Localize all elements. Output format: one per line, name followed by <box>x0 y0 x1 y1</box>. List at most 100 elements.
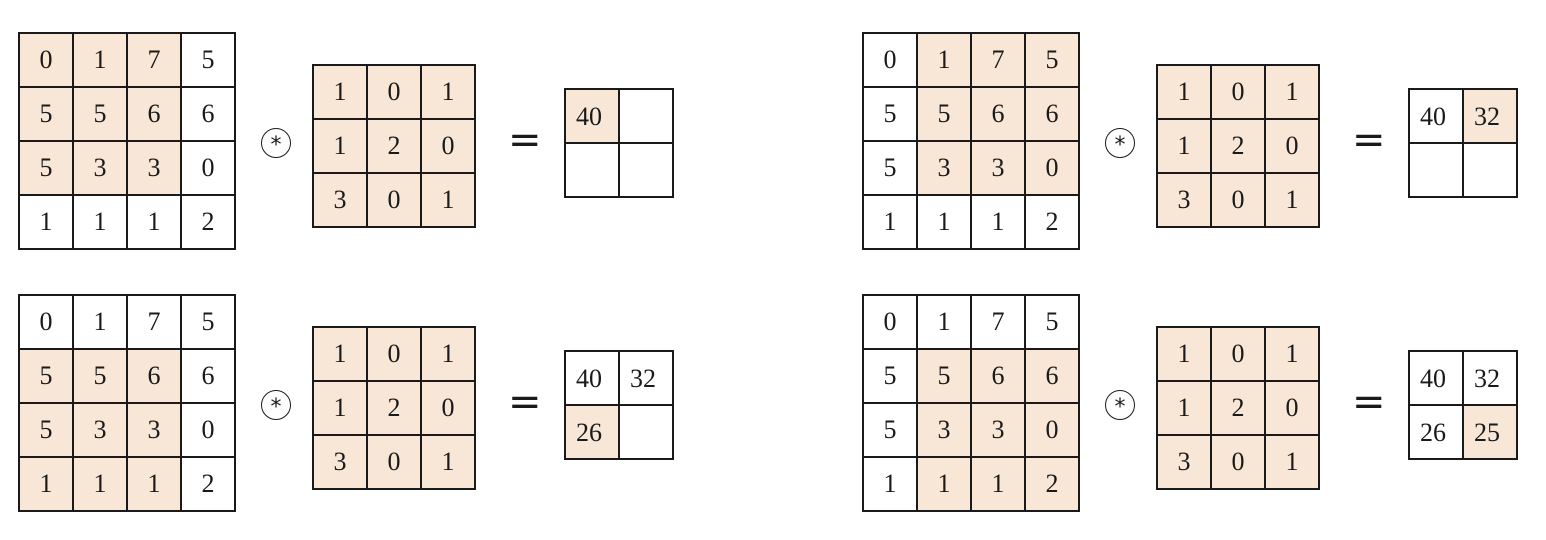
input-cell: 5 <box>918 88 970 140</box>
input-cell: 0 <box>864 34 916 86</box>
kernel-cell: 1 <box>1266 174 1318 226</box>
kernel-cell: 0 <box>1212 328 1264 380</box>
equals-sign: = <box>1352 379 1386 425</box>
kernel-cell: 3 <box>314 174 366 226</box>
equals-sign: = <box>508 379 542 425</box>
input-cell: 1 <box>74 458 126 510</box>
kernel-cell: 0 <box>368 174 420 226</box>
kernel-cell: 3 <box>1158 436 1210 488</box>
input-cell: 1 <box>972 196 1024 248</box>
input-cell: 0 <box>182 404 234 456</box>
kernel-cell: 1 <box>314 328 366 380</box>
input-cell: 5 <box>74 88 126 140</box>
input-cell: 0 <box>1026 142 1078 194</box>
output-cell <box>620 406 672 458</box>
kernel-cell: 1 <box>422 174 474 226</box>
kernel-cell: 0 <box>368 436 420 488</box>
input-cell: 1 <box>20 458 72 510</box>
output-cell <box>1410 144 1462 196</box>
kernel-cell: 0 <box>1212 66 1264 118</box>
output-cell: 26 <box>1410 406 1462 458</box>
input-cell: 5 <box>918 350 970 402</box>
input-cell: 1 <box>128 458 180 510</box>
input-cell: 0 <box>182 142 234 194</box>
input-cell: 7 <box>972 34 1024 86</box>
input-cell: 0 <box>864 296 916 348</box>
output-cell: 32 <box>1464 90 1516 142</box>
kernel-cell: 1 <box>1266 328 1318 380</box>
kernel-cell: 1 <box>1158 120 1210 172</box>
input-cell: 5 <box>1026 296 1078 348</box>
kernel-cell: 0 <box>1212 436 1264 488</box>
kernel-cell: 0 <box>422 382 474 434</box>
input-cell: 0 <box>20 296 72 348</box>
input-cell: 7 <box>972 296 1024 348</box>
kernel-cell: 1 <box>1158 66 1210 118</box>
input-cell: 5 <box>20 88 72 140</box>
input-cell: 5 <box>1026 34 1078 86</box>
input-cell: 2 <box>1026 458 1078 510</box>
output-matrix: 40 <box>564 88 674 198</box>
equals-sign: = <box>508 117 542 163</box>
output-cell: 40 <box>1410 90 1462 142</box>
convolution-operator-icon: * <box>1105 128 1135 158</box>
input-cell: 1 <box>864 458 916 510</box>
input-cell: 6 <box>182 88 234 140</box>
output-cell: 32 <box>620 352 672 404</box>
kernel-cell: 1 <box>314 382 366 434</box>
input-cell: 7 <box>128 296 180 348</box>
kernel-cell: 0 <box>1266 382 1318 434</box>
input-cell: 1 <box>74 296 126 348</box>
input-cell: 5 <box>864 142 916 194</box>
kernel-cell: 1 <box>1158 382 1210 434</box>
equals-sign: = <box>1352 117 1386 163</box>
input-cell: 5 <box>864 350 916 402</box>
input-cell: 7 <box>128 34 180 86</box>
kernel-cell: 2 <box>1212 120 1264 172</box>
input-cell: 6 <box>1026 88 1078 140</box>
convolution-operator-icon: * <box>261 128 291 158</box>
input-cell: 3 <box>128 404 180 456</box>
input-cell: 1 <box>128 196 180 248</box>
output-cell <box>566 144 618 196</box>
input-cell: 6 <box>972 88 1024 140</box>
input-cell: 3 <box>128 142 180 194</box>
input-cell: 0 <box>1026 404 1078 456</box>
convolution-operator-icon: * <box>261 390 291 420</box>
kernel-cell: 1 <box>1266 436 1318 488</box>
output-cell: 32 <box>1464 352 1516 404</box>
convolution-operator-icon: * <box>1105 390 1135 420</box>
input-cell: 5 <box>182 296 234 348</box>
input-cell: 2 <box>182 458 234 510</box>
input-cell: 3 <box>918 404 970 456</box>
kernel-cell: 1 <box>1266 66 1318 118</box>
kernel-cell: 0 <box>1212 174 1264 226</box>
input-cell: 5 <box>864 404 916 456</box>
output-cell: 26 <box>566 406 618 458</box>
input-cell: 3 <box>918 142 970 194</box>
input-cell: 6 <box>128 88 180 140</box>
input-cell: 1 <box>918 34 970 86</box>
output-cell: 40 <box>566 90 618 142</box>
kernel-cell: 2 <box>368 382 420 434</box>
output-cell: 40 <box>566 352 618 404</box>
input-cell: 3 <box>972 404 1024 456</box>
kernel-cell: 1 <box>422 66 474 118</box>
input-cell: 6 <box>1026 350 1078 402</box>
output-cell <box>1464 144 1516 196</box>
kernel-cell: 1 <box>422 328 474 380</box>
kernel-cell: 1 <box>314 66 366 118</box>
kernel-cell: 0 <box>368 328 420 380</box>
kernel-cell: 2 <box>368 120 420 172</box>
output-cell: 25 <box>1464 406 1516 458</box>
